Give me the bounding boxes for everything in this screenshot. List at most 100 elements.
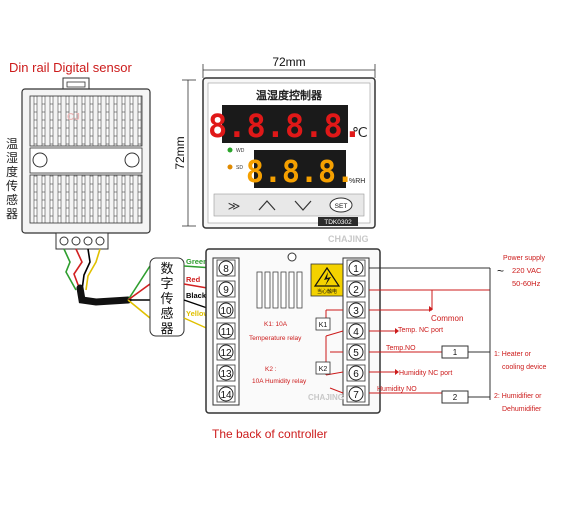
hum-nc-arrow bbox=[395, 369, 399, 375]
hum-no-label: Humidity NO bbox=[377, 386, 417, 393]
terminal-circle bbox=[218, 386, 234, 402]
up-icon bbox=[258, 200, 276, 211]
terminal-circle bbox=[348, 260, 364, 276]
terminal-number: 4 bbox=[353, 327, 359, 338]
sensor-screw-2 bbox=[71, 236, 81, 246]
terminal-number: 5 bbox=[353, 348, 359, 359]
sensor-cable bbox=[63, 248, 151, 319]
load-2-box bbox=[441, 390, 469, 404]
terminal-circle bbox=[348, 281, 364, 297]
common-label: Common bbox=[431, 314, 463, 323]
model-label: TDK0302 bbox=[324, 219, 352, 226]
temp-nc-label: Temp. NC port bbox=[398, 327, 443, 334]
terminal-circle bbox=[348, 365, 364, 381]
terminal-number: 12 bbox=[220, 348, 232, 359]
terminal-number: 10 bbox=[220, 306, 232, 317]
width-dimension: 72mm bbox=[202, 55, 376, 78]
sensor-chinese-char: 传 bbox=[6, 178, 18, 193]
temp-unit: ℃ bbox=[352, 124, 368, 140]
load-1-desc-1: 1: Heater or bbox=[494, 351, 532, 358]
k1-desc-1: K1: 10A bbox=[264, 321, 288, 328]
load-2-number: 2 bbox=[453, 393, 458, 402]
wire-label: Green bbox=[186, 257, 208, 266]
cable-jacket bbox=[76, 284, 132, 306]
temp-display bbox=[222, 105, 348, 143]
module-box bbox=[149, 257, 185, 337]
k2-desc-2: 10A Humidity relay bbox=[252, 378, 307, 385]
width-label: 72mm bbox=[272, 55, 305, 69]
back-vents bbox=[256, 271, 303, 309]
sensor-vent-bottom bbox=[29, 174, 143, 224]
front-watermark: CHAJING bbox=[328, 234, 369, 244]
k1-relay bbox=[315, 317, 331, 331]
sensor-mount-hole-left bbox=[32, 152, 48, 168]
terminal-number: 7 bbox=[353, 390, 359, 401]
sensor-terminal-block bbox=[55, 232, 109, 250]
down-button[interactable] bbox=[294, 200, 312, 211]
terminal-number: 14 bbox=[220, 390, 232, 401]
back-screw-hole bbox=[287, 252, 297, 262]
load-1-number: 1 bbox=[453, 348, 458, 357]
sensor-chinese-char: 器 bbox=[6, 207, 18, 221]
shift-button[interactable]: ≫ bbox=[228, 199, 241, 213]
height-label: 72mm bbox=[173, 136, 187, 169]
sensor-chinese-char: 温 bbox=[6, 137, 18, 151]
temp-no-label: Temp.NO bbox=[386, 345, 416, 352]
set-button-shape bbox=[329, 197, 353, 213]
shift-icon: ≫ bbox=[228, 199, 241, 213]
wire-label: Yellow bbox=[186, 309, 210, 318]
sensor-enclosure: CJ bbox=[21, 77, 151, 250]
power-line-2: 220 VAC bbox=[512, 266, 542, 275]
sensor-vent-top bbox=[29, 95, 143, 147]
load-2-desc-2: Dehumidifier bbox=[502, 406, 542, 413]
power-line-1: Power supply bbox=[503, 255, 546, 262]
module-chinese-char: 器 bbox=[160, 321, 173, 336]
sensor-screw-3 bbox=[83, 236, 93, 246]
sd-indicator bbox=[227, 164, 233, 170]
set-label: SET bbox=[335, 203, 348, 210]
button-row bbox=[213, 193, 365, 217]
power-tilde: ~ bbox=[497, 264, 504, 278]
temp-nc-arrow bbox=[395, 328, 399, 334]
k2-desc-1: K2 : bbox=[265, 366, 277, 373]
back-watermark: CHAJING bbox=[308, 393, 344, 402]
external-wiring bbox=[369, 267, 491, 400]
temp-display-value: 8.8.8.8. bbox=[208, 107, 362, 145]
terminal-number: 8 bbox=[223, 264, 229, 275]
hum-nc-label: Humidity NC port bbox=[399, 370, 452, 377]
sensor-screw-4 bbox=[95, 236, 105, 246]
terminal-number: 2 bbox=[353, 285, 359, 296]
terminal-number: 11 bbox=[221, 327, 232, 338]
relay-wiring bbox=[325, 309, 344, 394]
sensor-title: Din rail Digital sensor bbox=[9, 60, 132, 75]
module-chinese-char: 感 bbox=[160, 306, 173, 321]
terminal-number: 3 bbox=[353, 306, 359, 317]
load-2-desc-1: 2: Humidifier or bbox=[494, 393, 542, 400]
terminal-circle bbox=[218, 344, 234, 360]
module-chinese-char: 传 bbox=[160, 291, 173, 306]
terminal-number: 13 bbox=[220, 369, 232, 380]
warning-sticker: 当心触电 bbox=[310, 263, 344, 297]
sensor-chinese-char: 湿 bbox=[6, 150, 18, 165]
set-button[interactable]: SET bbox=[329, 197, 353, 213]
load-1-box bbox=[441, 345, 469, 359]
sensor-center-band bbox=[29, 147, 143, 174]
module-chinese-char: 字 bbox=[160, 276, 173, 291]
terminal-number: 9 bbox=[223, 285, 229, 296]
terminal-circle bbox=[348, 344, 364, 360]
sensor-watermark: CJ bbox=[67, 112, 80, 123]
sensor-mount-hole-right bbox=[124, 152, 140, 168]
up-button[interactable] bbox=[258, 200, 276, 211]
height-dimension: 72mm bbox=[173, 79, 196, 227]
common-arrow bbox=[429, 306, 433, 312]
wire-label: Red bbox=[186, 275, 201, 284]
k1-label: K1 bbox=[319, 322, 328, 329]
k2-relay bbox=[315, 361, 331, 375]
terminal-circle bbox=[218, 365, 234, 381]
terminal-number: 6 bbox=[353, 369, 359, 380]
wire-label: Black bbox=[186, 291, 207, 300]
